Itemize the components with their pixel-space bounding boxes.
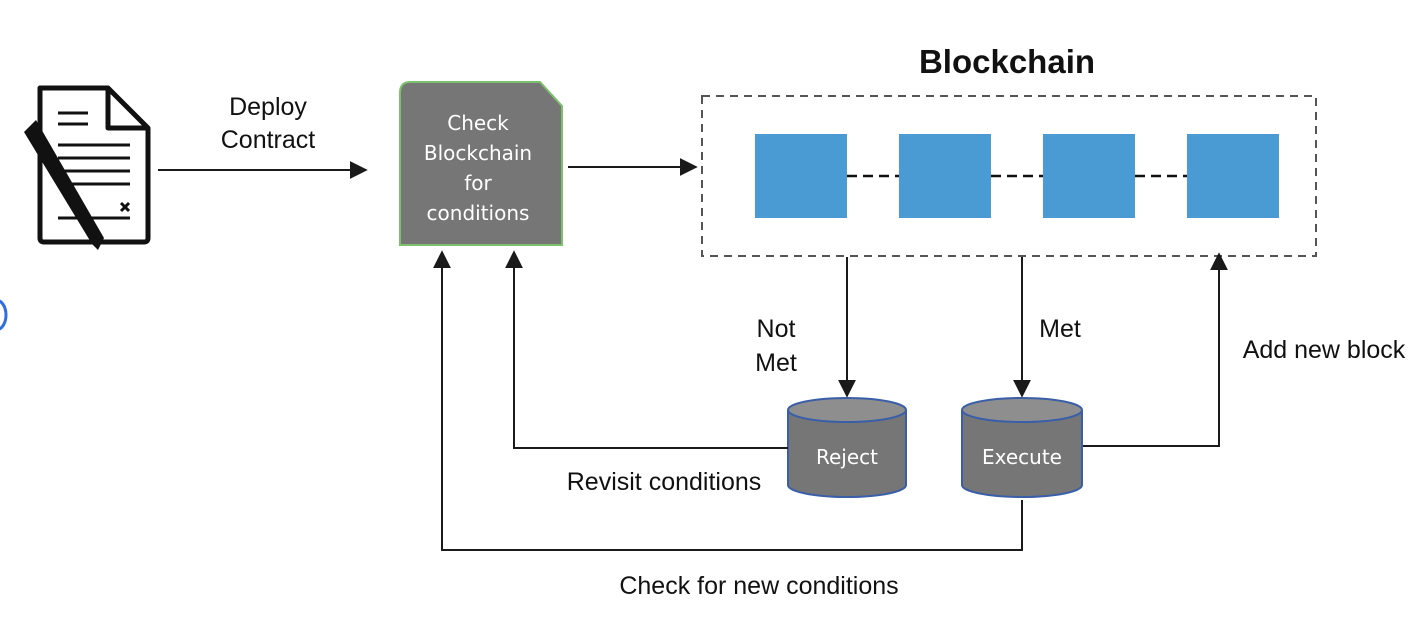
add-new-block-arrow: [1082, 252, 1228, 447]
block-4: [1187, 134, 1279, 218]
revisit-conditions-label: Revisit conditions: [567, 468, 762, 496]
not-met-label-line2: Met: [755, 349, 797, 377]
check-new-conditions-arrow: [433, 250, 1023, 551]
check-new-conditions-label: Check for new conditions: [619, 572, 898, 600]
check-blockchain-node: Check Blockchain for conditions: [399, 81, 563, 246]
reject-node: Reject: [787, 397, 907, 498]
check-node-line4: conditions: [427, 201, 530, 225]
not-met-label-line1: Not: [757, 315, 796, 343]
edge-arc-decoration: [0, 299, 8, 331]
execute-node: Execute: [961, 397, 1083, 498]
deploy-contract-label-line2: Contract: [221, 126, 316, 154]
reject-label: Reject: [816, 445, 878, 469]
blockchain-container: [701, 95, 1317, 257]
deploy-contract-label-line1: Deploy: [229, 93, 307, 121]
block-3: [1043, 134, 1135, 218]
met-label: Met: [1039, 315, 1081, 343]
blockchain-title: Blockchain: [919, 43, 1095, 80]
block-1: [755, 134, 847, 218]
check-node-line3: for: [464, 171, 492, 195]
execute-label: Execute: [982, 445, 1062, 469]
add-new-block-label: Add new block: [1243, 336, 1406, 364]
check-node-line1: Check: [447, 111, 509, 135]
block-2: [899, 134, 991, 218]
revisit-conditions-arrow: [505, 250, 788, 449]
check-node-line2: Blockchain: [424, 141, 532, 165]
contract-document-icon: [24, 85, 151, 250]
